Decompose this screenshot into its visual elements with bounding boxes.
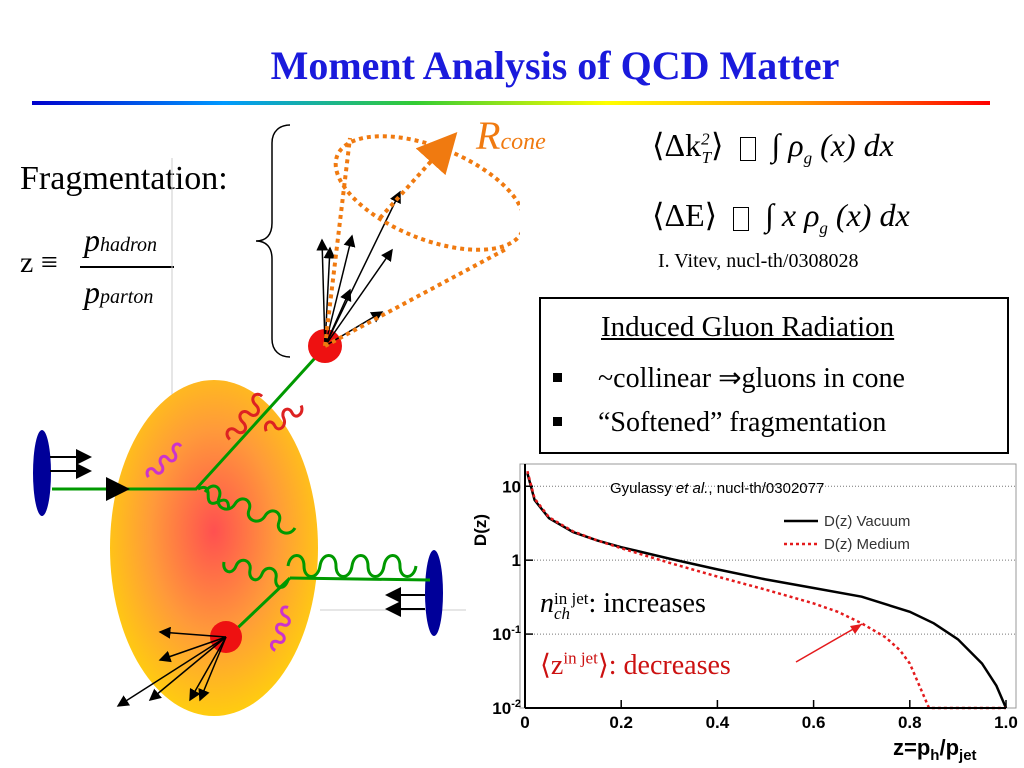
- chart-legend: D(z) Vacuum D(z) Medium: [784, 513, 910, 553]
- y-tick-label: 10-2: [492, 698, 521, 718]
- y-tick-label: 10-1: [492, 624, 521, 644]
- series-line-d-z-medium: [526, 470, 1006, 710]
- z-denominator: pparton: [84, 274, 154, 310]
- box-bullet: “Softened” fragmentation: [553, 407, 886, 439]
- gluon-radiation-box: Induced Gluon Radiation ~collinear ⇒gluo…: [539, 297, 1009, 454]
- jet-quenching-diagram: [33, 124, 520, 716]
- y-axis-label: D(z): [471, 514, 490, 546]
- jet-cone: [323, 132, 520, 348]
- fraction-bar: [80, 266, 174, 268]
- box-heading: Induced Gluon Radiation: [601, 311, 895, 343]
- x-tick-label: 0.2: [609, 713, 633, 732]
- x-axis-label: z=ph/pjet: [893, 735, 977, 764]
- annotation-arrow: [795, 623, 863, 663]
- vitev-reference: I. Vitev, nucl-th/0308028: [658, 250, 859, 272]
- nucleus-left: [33, 430, 51, 516]
- legend-medium-label: D(z) Medium: [824, 536, 910, 553]
- jet-brace: [255, 124, 291, 358]
- z-definition: z ≡ phadron pparton: [20, 222, 190, 322]
- title-underline: [32, 101, 990, 105]
- fragmentation-chart: 10 1 10-1 10-20 0.2 0.4 0.6 0.8 1.0 Gyulassy et …: [471, 463, 1018, 764]
- z-symbol: z ≡: [20, 246, 58, 279]
- x-tick-label: 1.0: [994, 713, 1018, 732]
- legend-vacuum-label: D(z) Vacuum: [824, 513, 910, 530]
- fragmentation-label: Fragmentation:: [20, 160, 228, 197]
- parton-line: [52, 345, 327, 491]
- slide-title: Moment Analysis of QCD Matter: [270, 43, 840, 88]
- nucleus-right: [425, 550, 443, 636]
- rcone-label: Rcone: [476, 113, 546, 158]
- x-tick-label: 0.6: [802, 713, 826, 732]
- x-tick-label: 0: [520, 713, 529, 732]
- z-annotation: ⟨zin jet⟩: decreases: [540, 648, 731, 681]
- x-tick-label: 0.8: [898, 713, 922, 732]
- series-line-d-z-vacuum: [526, 472, 1008, 709]
- y-tick-label: 1: [512, 551, 521, 570]
- x-tick-label: 0.4: [706, 713, 730, 732]
- chart-title: Gyulassy et al., nucl-th/0302077: [610, 480, 824, 497]
- z-numerator: phadron: [84, 222, 158, 258]
- energy-loss-formula: ⟨ΔE⟩ ∫ x ρg (x) dx: [652, 197, 910, 238]
- box-bullet: ~collinear ⇒gluons in cone: [553, 361, 905, 395]
- kt-formula: ⟨Δk2T⟩ ∫ ρg (x) dx: [652, 127, 894, 168]
- y-tick-label: 10: [502, 477, 521, 496]
